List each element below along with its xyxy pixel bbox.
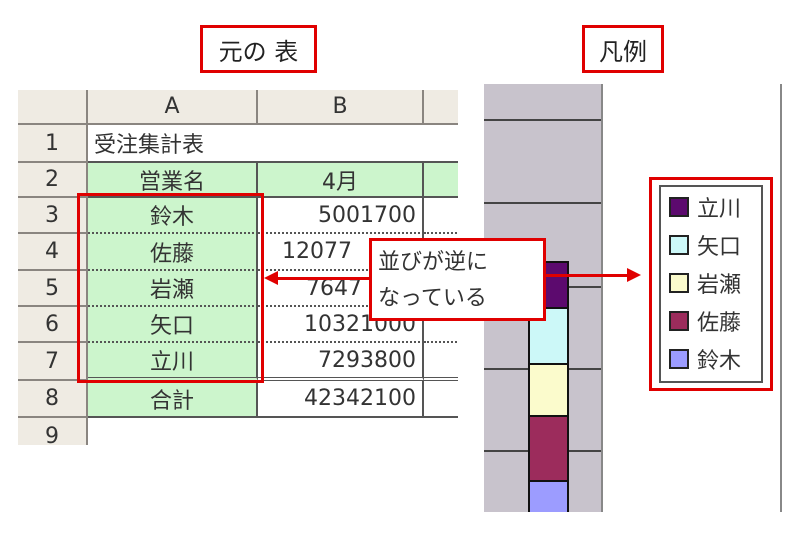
left-arrow-line xyxy=(276,277,369,280)
gridline xyxy=(484,202,601,204)
gridline xyxy=(484,119,601,121)
legend-highlight-box: 立川 矢口 岩瀬 佐藤 鈴木 xyxy=(649,177,773,391)
legend-swatch xyxy=(669,349,689,369)
callout-line-1: 並びが逆に xyxy=(378,250,489,275)
row-header[interactable]: 6 xyxy=(18,307,88,343)
legend-label: 立川 xyxy=(697,197,742,222)
legend-swatch xyxy=(669,235,689,255)
legend-swatch xyxy=(669,197,689,217)
total-value-cell-c[interactable] xyxy=(424,381,458,418)
legend-label: 鈴木 xyxy=(697,349,742,374)
header-cell-month[interactable]: 4月 xyxy=(258,163,424,198)
name-cell[interactable]: 矢口 xyxy=(88,307,258,343)
row-header[interactable]: 5 xyxy=(18,271,88,307)
row-header[interactable]: 8 xyxy=(18,381,88,418)
column-header-a[interactable]: A xyxy=(88,90,258,125)
header-cell-name[interactable]: 営業名 xyxy=(88,163,258,198)
row-header[interactable]: 4 xyxy=(18,234,88,271)
row-header[interactable]: 1 xyxy=(18,125,88,163)
left-arrow-head-icon xyxy=(264,271,278,285)
spreadsheet: A B 1 2 3 4 5 6 7 8 9 受注集計表 営業名 4月 鈴木 50… xyxy=(18,90,458,445)
original-table-label: 元の 表 xyxy=(200,25,317,73)
legend-label: 佐藤 xyxy=(697,311,742,336)
legend-label: 岩瀬 xyxy=(697,273,742,298)
value-cell-c[interactable] xyxy=(424,198,458,234)
name-cell[interactable]: 佐藤 xyxy=(88,234,258,271)
value-cell-c[interactable] xyxy=(424,307,458,343)
value-cell[interactable]: 5001700 xyxy=(258,198,424,234)
chart-legend[interactable]: 立川 矢口 岩瀬 佐藤 鈴木 xyxy=(659,185,763,383)
name-cell[interactable]: 岩瀬 xyxy=(88,271,258,307)
column-header-b[interactable]: B xyxy=(258,90,424,125)
row-header[interactable]: 3 xyxy=(18,198,88,234)
names-highlight-box xyxy=(77,193,264,383)
right-arrow-line xyxy=(546,274,628,277)
bar-segment-suzuki xyxy=(528,480,569,512)
sheet-title-cell[interactable]: 受注集計表 xyxy=(88,125,458,163)
total-label-cell[interactable]: 合計 xyxy=(88,381,258,418)
name-cell[interactable]: 立川 xyxy=(88,343,258,381)
row-header[interactable]: 9 xyxy=(18,418,88,445)
right-arrow-head-icon xyxy=(627,268,641,282)
bar-segment-sato xyxy=(528,415,569,482)
legend-label: 矢口 xyxy=(697,235,742,260)
total-value-cell[interactable]: 42342100 xyxy=(258,381,424,418)
legend-swatch xyxy=(669,311,689,331)
chart-border-line xyxy=(780,84,782,512)
select-all-corner[interactable] xyxy=(18,90,88,125)
bar-segment-iwase xyxy=(528,363,569,417)
value-cell[interactable]: 7293800 xyxy=(258,343,424,381)
column-header-c[interactable] xyxy=(424,90,458,125)
row-header[interactable]: 2 xyxy=(18,163,88,198)
name-cell[interactable]: 鈴木 xyxy=(88,198,258,234)
legend-swatch xyxy=(669,273,689,293)
callout-box: 並びが逆に なっている xyxy=(369,238,546,321)
row-header[interactable]: 7 xyxy=(18,343,88,381)
value-cell-c[interactable] xyxy=(424,343,458,381)
header-cell-c[interactable] xyxy=(424,163,458,198)
legend-label: 凡例 xyxy=(582,25,664,73)
callout-line-2: なっている xyxy=(378,286,487,311)
